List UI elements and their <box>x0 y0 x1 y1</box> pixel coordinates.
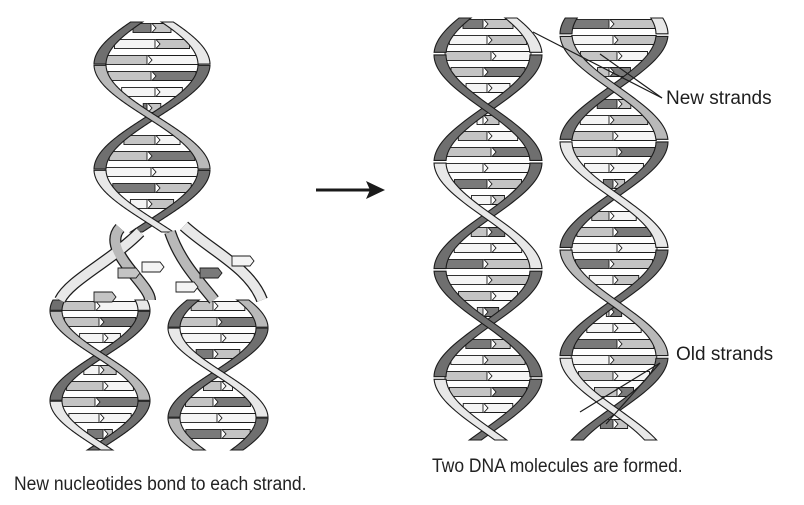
left-caption: New nucleotides bond to each strand. <box>14 474 307 496</box>
base-nucleotide <box>156 40 190 49</box>
base-nucleotide <box>152 168 199 177</box>
base-nucleotide <box>579 372 613 381</box>
base-nucleotide <box>148 152 195 161</box>
daughter-helix-right <box>168 300 268 450</box>
base-nucleotide <box>447 148 491 157</box>
base-nucleotide <box>446 164 483 173</box>
base-nucleotide <box>100 318 136 327</box>
free-nucleotide <box>118 268 140 278</box>
base-nucleotide <box>96 398 139 407</box>
base-nucleotide <box>186 430 221 439</box>
base-nucleotide <box>218 318 256 327</box>
free-nucleotide <box>232 256 254 266</box>
base-nucleotide <box>105 168 151 177</box>
base-nucleotide <box>454 180 487 189</box>
base-nucleotide <box>114 40 155 49</box>
base-nucleotide <box>445 372 487 381</box>
base-nucleotide <box>179 414 217 423</box>
right-caption: Two DNA molecules are formed. <box>432 456 683 478</box>
base-nucleotide <box>571 356 609 365</box>
base-nucleotide <box>484 68 525 77</box>
base-nucleotide <box>182 334 221 343</box>
base-nucleotide <box>64 318 99 327</box>
base-nucleotide <box>488 180 522 189</box>
base-nucleotide <box>105 56 147 65</box>
base-nucleotide <box>610 260 653 269</box>
base-nucleotide <box>454 244 491 253</box>
free-nucleotide <box>176 282 198 292</box>
replication-fork-strands <box>60 226 262 302</box>
base-nucleotide <box>447 276 487 285</box>
base-nucleotide <box>61 398 95 407</box>
base-nucleotide <box>67 382 103 391</box>
base-nucleotide <box>451 68 483 77</box>
base-nucleotide <box>614 132 656 141</box>
base-nucleotide <box>113 184 155 193</box>
parent-helix-upper <box>94 22 210 232</box>
base-nucleotide <box>484 260 530 269</box>
replication-fork-panel <box>50 22 268 450</box>
base-nucleotide <box>152 72 196 81</box>
free-nucleotide <box>142 262 164 272</box>
base-nucleotide <box>573 148 617 157</box>
base-nucleotide <box>614 228 651 237</box>
base-nucleotide <box>610 356 657 365</box>
base-nucleotide <box>449 36 487 45</box>
base-nucleotide <box>571 244 617 253</box>
base-nucleotide <box>148 56 199 65</box>
base-nucleotide <box>62 302 95 311</box>
base-nucleotide <box>618 340 654 349</box>
base-nucleotide <box>488 372 531 381</box>
base-nucleotide <box>488 36 527 45</box>
base-nucleotide <box>484 356 525 365</box>
free-nucleotide <box>94 292 116 302</box>
base-nucleotide <box>484 164 530 173</box>
old-strands-label: Old strands <box>676 344 773 366</box>
base-nucleotide <box>610 116 648 125</box>
base-nucleotide <box>214 398 250 407</box>
free-nucleotide <box>200 268 222 278</box>
new-strands-label: New strands <box>666 88 772 110</box>
base-nucleotide <box>575 260 609 269</box>
daughter-molecules-panel <box>434 18 668 440</box>
base-nucleotide <box>614 36 656 45</box>
base-nucleotide <box>446 260 483 269</box>
base-nucleotide <box>449 388 491 397</box>
base-nucleotide <box>222 334 254 343</box>
base-nucleotide <box>572 36 613 45</box>
base-nucleotide <box>618 148 655 157</box>
base-nucleotide <box>445 52 491 61</box>
daughter-molecule-left <box>434 18 542 440</box>
base-nucleotide <box>492 148 529 157</box>
base-nucleotide <box>574 340 617 349</box>
base-nucleotide <box>488 276 529 285</box>
base-nucleotide <box>610 20 655 29</box>
base-nucleotide <box>108 72 151 81</box>
base-nucleotide <box>218 414 257 423</box>
base-nucleotide <box>492 388 527 397</box>
daughter-molecule-right <box>560 18 668 440</box>
daughter-helix-left <box>50 300 150 450</box>
base-nucleotide <box>96 302 138 311</box>
base-nucleotide <box>156 184 191 193</box>
process-arrow <box>316 181 385 199</box>
base-nucleotide <box>492 52 531 61</box>
base-nucleotide <box>573 20 609 29</box>
base-nucleotide <box>618 244 657 253</box>
base-nucleotide <box>572 132 613 141</box>
base-nucleotide <box>180 318 217 327</box>
base-nucleotide <box>451 356 483 365</box>
base-nucleotide <box>104 382 133 391</box>
base-nucleotide <box>577 228 613 237</box>
base-nucleotide <box>109 152 147 161</box>
